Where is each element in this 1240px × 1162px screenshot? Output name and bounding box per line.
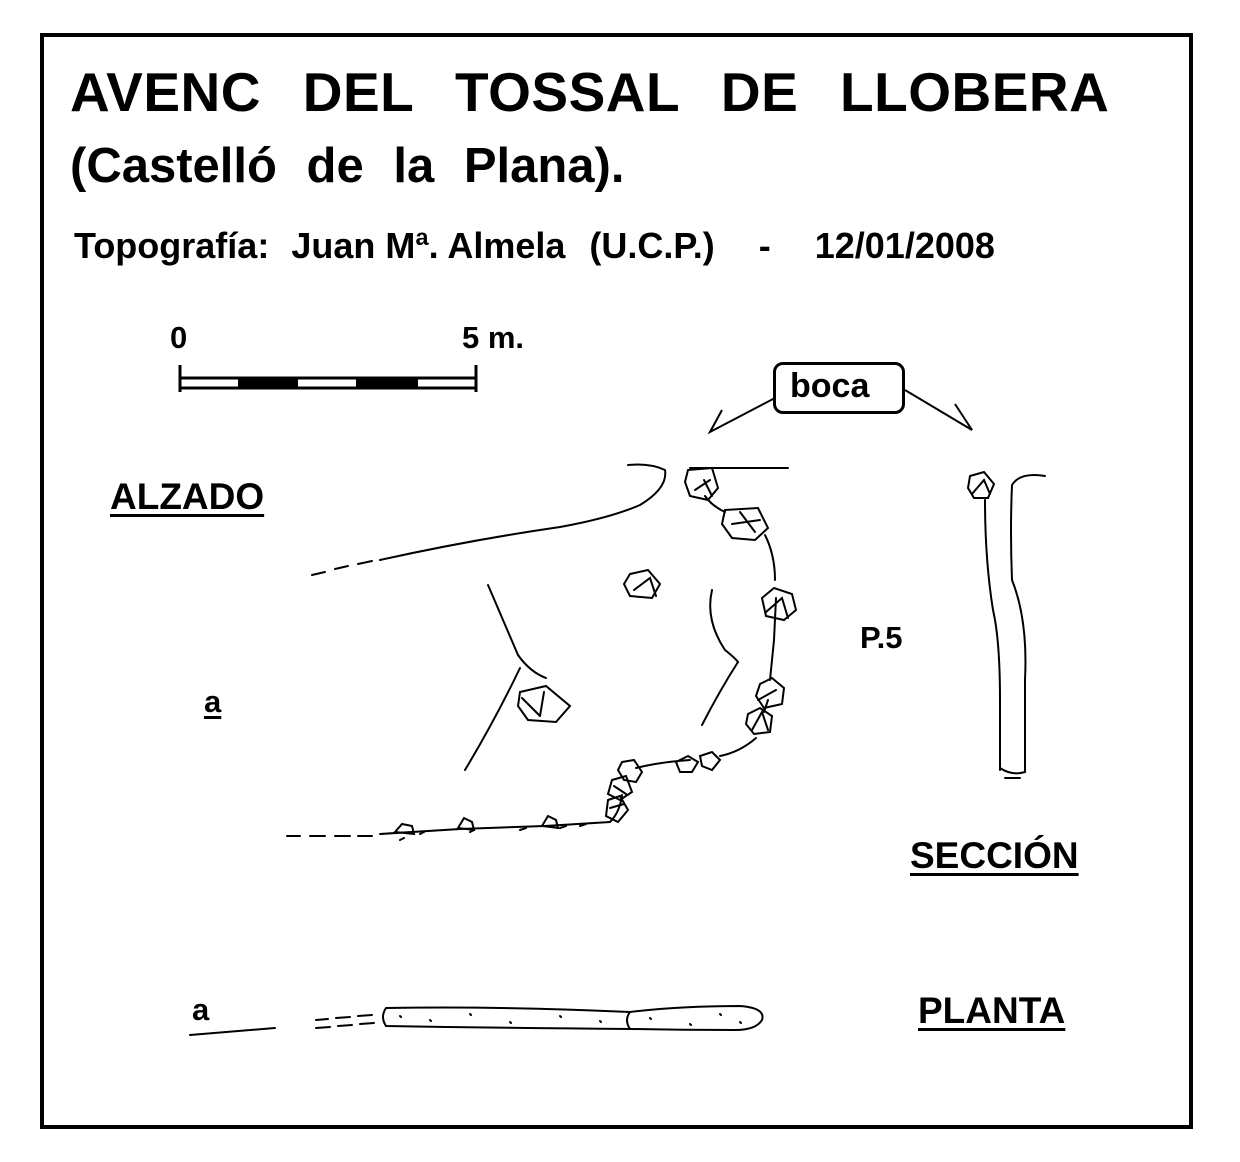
credits-line: Topografía: Juan Mª. Almela (U.C.P.) - 12/01… — [74, 225, 995, 267]
credits-separator: - — [758, 225, 771, 266]
credits-author: Juan Mª. Almela — [291, 225, 566, 266]
profile-marker-elevation: a — [204, 684, 222, 719]
title-line-1: AVENC DEL TOSSAL DE LLOBERA — [70, 61, 1110, 123]
boulder-blocks — [392, 466, 798, 836]
scale-bar — [178, 365, 478, 392]
elevation-heading: ALZADO — [110, 476, 265, 517]
section-view — [966, 470, 1046, 779]
elevation-view — [286, 463, 798, 841]
entrance-label: boca — [790, 367, 870, 405]
plan-heading: PLANTA — [918, 990, 1066, 1031]
title-line-2: (Castelló de la Plana). — [70, 139, 625, 193]
credits-group: (U.C.P.) — [589, 225, 715, 266]
pit-depth-label: P.5 — [860, 620, 903, 655]
section-heading: SECCIÓN — [910, 835, 1079, 876]
profile-marker-plan: a — [192, 992, 210, 1027]
credits-date: 12/01/2008 — [814, 225, 995, 266]
entrance-label-box — [773, 362, 905, 414]
entrance-pointer-lines — [707, 389, 973, 435]
scale-end-label: 5 m. — [462, 320, 525, 355]
map-frame — [40, 33, 1193, 1129]
scale-start-label: 0 — [170, 320, 188, 355]
credits-label: Topografía: — [74, 225, 270, 266]
plan-view — [189, 1004, 764, 1036]
